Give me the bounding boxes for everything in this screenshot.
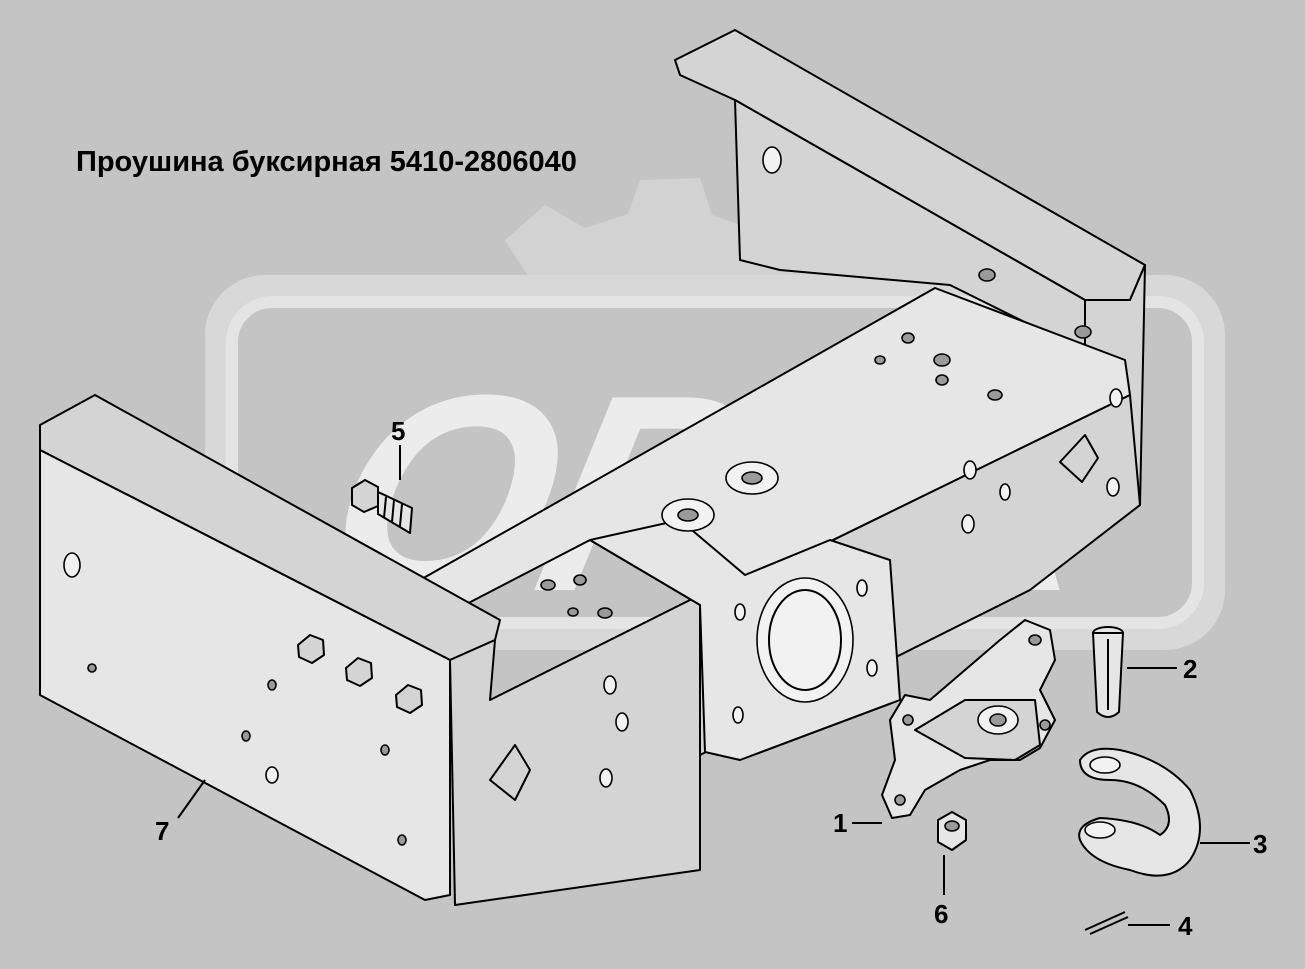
face-hole (999, 483, 1011, 501)
center-plate (589, 519, 901, 761)
left-channel-hole (241, 730, 251, 742)
face-hole (961, 514, 975, 534)
left-channel-hole (63, 552, 81, 578)
frame-hole (901, 332, 915, 344)
left-channel-hole (397, 834, 407, 846)
shackle-icon (1078, 747, 1201, 877)
frame-hole (597, 607, 613, 619)
face-hole (615, 712, 629, 732)
frame-hole (933, 353, 951, 367)
frame-nut (395, 684, 423, 714)
callout-1: 1 (833, 808, 847, 838)
left-channel-hole (265, 766, 279, 784)
face-hole (732, 706, 744, 724)
left-channel-hole (380, 744, 390, 756)
tow-hole (756, 577, 854, 703)
frame-hole (540, 579, 556, 591)
nut-icon (937, 811, 967, 851)
leader-7 (177, 779, 206, 819)
frame-hole (573, 574, 587, 586)
callout-3: 3 (1253, 829, 1267, 859)
mount-hole-inner (677, 508, 699, 522)
callout-5: 5 (391, 416, 405, 446)
side-bracket (489, 744, 531, 801)
frame-hole (567, 607, 579, 617)
tow-hole-inner (768, 589, 842, 691)
face-hole (856, 579, 868, 597)
frame-hole (874, 355, 886, 365)
callout-labels: 1 2 3 4 5 6 7 (155, 416, 1267, 941)
frame-hole (987, 389, 1003, 401)
rear-channel-hole (978, 268, 996, 282)
frame-nut (297, 634, 325, 664)
face-hole (1106, 477, 1120, 497)
callout-4: 4 (1178, 911, 1193, 941)
callout-leaders (177, 445, 1250, 926)
face-hole (1109, 388, 1123, 408)
diagram-title: Проушина буксирная 5410-2806040 (76, 146, 577, 178)
rear-channel-hole (762, 146, 782, 174)
frame-hole (935, 374, 949, 386)
pin-icon (1092, 626, 1124, 718)
callout-7: 7 (155, 816, 169, 846)
mount-hole-inner (741, 471, 763, 485)
side-bracket (1059, 434, 1099, 483)
face-hole (866, 659, 878, 677)
callout-6: 6 (934, 899, 948, 929)
rear-channel-hole (1074, 325, 1092, 339)
left-channel-hole (267, 679, 277, 691)
face-hole (603, 675, 617, 695)
frame-crossmember (39, 29, 1146, 906)
tow-eye-icon (881, 619, 1056, 819)
left-channel-web (39, 449, 451, 901)
face-hole (599, 768, 613, 788)
cotter-pin-icon (1084, 911, 1129, 935)
frame-nut (345, 657, 373, 687)
callout-2: 2 (1183, 654, 1197, 684)
face-hole (734, 603, 746, 621)
bolt-icon (351, 479, 413, 534)
face-hole (963, 460, 977, 480)
left-channel-hole (87, 663, 97, 673)
